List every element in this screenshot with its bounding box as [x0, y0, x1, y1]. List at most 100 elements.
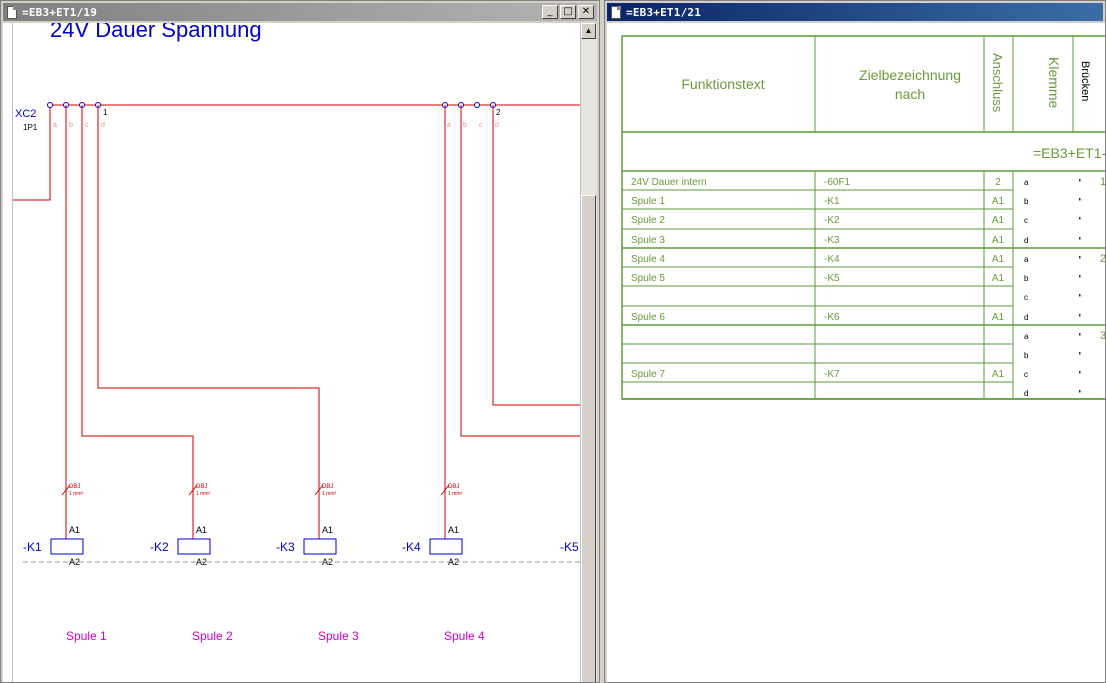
minimize-button[interactable]: _ — [542, 5, 558, 19]
row-pin: c — [1024, 293, 1028, 302]
row-function-text: 24V Dauer intern — [631, 177, 707, 188]
header-bruecken: Brücken — [1079, 61, 1091, 101]
row-connection: A1 — [992, 369, 1005, 380]
maximize-button[interactable]: □ — [560, 5, 576, 19]
row-connection: 2 — [995, 177, 1001, 188]
row-function-text: Spule 3 — [631, 235, 665, 246]
terminal-strip-tag: XC2 — [15, 108, 36, 120]
row-target: -K6 — [824, 312, 840, 323]
pin-a: a — [53, 122, 57, 129]
terminal-diagram-window[interactable]: =EB3+ET1/21 — [604, 0, 1106, 683]
row-function-text: Spule 2 — [631, 215, 665, 226]
bridge-point — [1079, 314, 1081, 317]
header-anschluss: Anschluss — [990, 53, 1005, 113]
row-pin: d — [1024, 389, 1028, 398]
row-pin: a — [1024, 178, 1029, 187]
svg-text:A2: A2 — [448, 557, 459, 567]
row-connection: A1 — [992, 312, 1005, 323]
terminal-diagram-canvas[interactable]: Funktionstext Zielbezeichnung nach Ansch… — [607, 23, 1106, 682]
row-pin: c — [1024, 370, 1028, 379]
terminal-strip-group-label: =EB3+ET1- — [1033, 145, 1106, 161]
wire-markings: DBJ 1 mm² DBJ 1 mm² DBJ 1 mm² DBJ 1 mm² — [61, 484, 463, 497]
coil-function-text: Spule 3 — [318, 629, 359, 643]
coil-k4[interactable]: A1 -K4 A2 Spule 4 — [402, 525, 485, 643]
terminal-group-1: 1 a b c d — [47, 102, 108, 129]
schematic-window-title: =EB3+ET1/19 — [22, 5, 98, 19]
bridge-point — [1079, 352, 1081, 355]
schematic-window[interactable]: =EB3+ET1/19 _ □ ✕ 24V Dauer Spannung XC2… — [0, 0, 600, 683]
pin-b: b — [69, 122, 73, 129]
coil-k1[interactable]: A1 -K1 A2 Spule 1 — [23, 525, 107, 643]
potential-label: 1P1 — [23, 123, 38, 132]
bridge-point — [1079, 217, 1081, 220]
row-target: -K2 — [824, 215, 840, 226]
table-grid — [621, 35, 1105, 400]
pin-c: c — [479, 122, 483, 129]
svg-text:A1: A1 — [448, 525, 459, 535]
row-target: -K5 — [824, 273, 840, 284]
scrollbar-thumb[interactable] — [581, 195, 596, 682]
table-row[interactable]: c — [1024, 293, 1081, 302]
row-function-text: Spule 7 — [631, 369, 665, 380]
row-target: -K1 — [824, 196, 840, 207]
row-pin: b — [1024, 274, 1029, 283]
pin-a: a — [447, 122, 451, 129]
row-connection: A1 — [992, 254, 1005, 265]
close-button[interactable]: ✕ — [578, 5, 594, 19]
row-connection: A1 — [992, 215, 1005, 226]
feed-wire — [13, 105, 51, 201]
bridge-point — [1079, 294, 1081, 297]
svg-text:A1: A1 — [196, 525, 207, 535]
table-row[interactable]: b — [1024, 351, 1081, 360]
terminal-number-2: 2 — [496, 108, 501, 117]
terminal-number-1: 1 — [103, 108, 108, 117]
row-pin: a — [1024, 255, 1029, 264]
row-pin: b — [1024, 197, 1029, 206]
bridge-point — [1079, 256, 1081, 259]
coil-function-text: Spule 2 — [192, 629, 233, 643]
svg-text:1 mm²: 1 mm² — [196, 491, 211, 497]
scroll-up-arrow-icon[interactable]: ▲ — [581, 23, 596, 39]
coil-k3[interactable]: A1 -K3 A2 Spule 3 — [276, 525, 359, 643]
row-pin: a — [1024, 332, 1029, 341]
document-icon — [611, 5, 621, 19]
row-pin: d — [1024, 236, 1028, 245]
row-terminal-number: 2 — [1100, 253, 1106, 265]
terminal-diagram-titlebar[interactable]: =EB3+ET1/21 — [607, 3, 1103, 21]
row-target: -K3 — [824, 235, 840, 246]
row-pin: b — [1024, 351, 1029, 360]
bridge-point — [1079, 333, 1081, 336]
pin-d: d — [495, 122, 499, 129]
row-function-text: Spule 5 — [631, 273, 665, 284]
pin-b: b — [463, 122, 467, 129]
bridge-point — [1079, 179, 1081, 182]
coil-k2[interactable]: A1 -K2 A2 Spule 2 — [150, 525, 233, 643]
terminal-group-2: 2 a b c d — [442, 102, 501, 129]
bridge-point — [1079, 198, 1081, 201]
header-klemme: Klemme — [1046, 57, 1062, 109]
svg-text:DBJ: DBJ — [69, 484, 80, 490]
row-target: -K4 — [824, 254, 840, 265]
schematic-canvas[interactable]: 24V Dauer Spannung XC2 1P1 1 a b c d — [13, 23, 580, 682]
schematic-titlebar[interactable]: =EB3+ET1/19 _ □ ✕ — [3, 3, 597, 21]
row-function-text: Spule 1 — [631, 196, 665, 207]
terminal-diagram-window-title: =EB3+ET1/21 — [626, 5, 702, 19]
header-funktionstext: Funktionstext — [681, 76, 764, 92]
vertical-scrollbar[interactable]: ▲ — [580, 23, 597, 682]
bridge-point — [1079, 237, 1081, 240]
svg-text:1 mm²: 1 mm² — [322, 491, 337, 497]
svg-text:A1: A1 — [322, 525, 333, 535]
row-terminal-number: 1 — [1100, 176, 1106, 188]
bridge-point — [1079, 371, 1081, 374]
table-row[interactable]: d — [1024, 389, 1081, 398]
